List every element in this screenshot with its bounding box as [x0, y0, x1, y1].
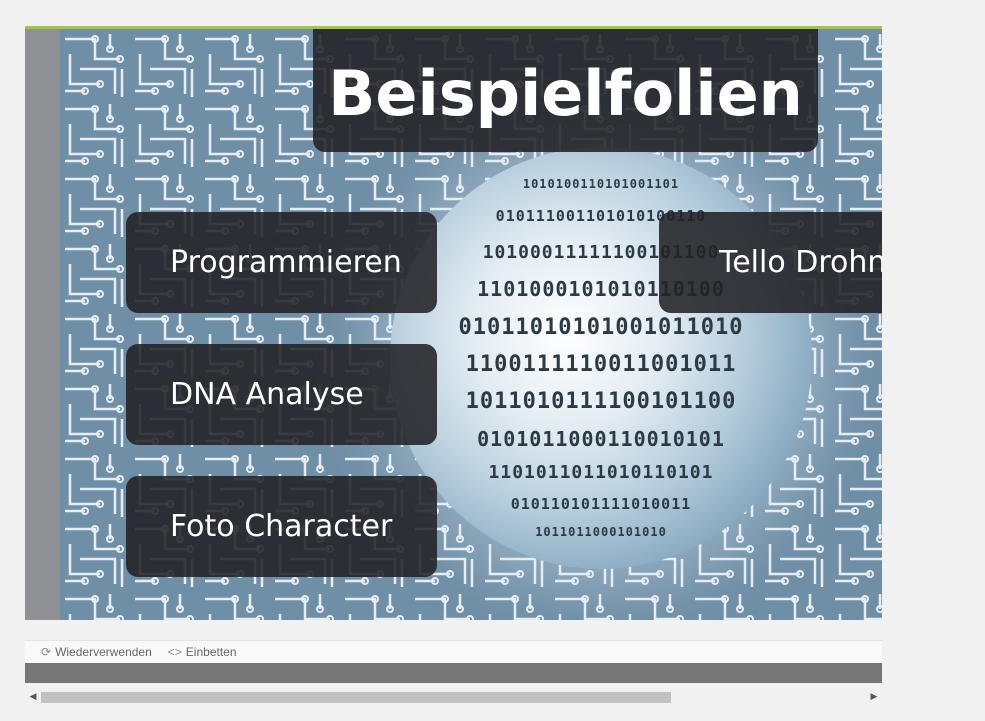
reuse-link[interactable]: ⟳ Wiederverwenden	[41, 645, 152, 659]
binary-globe-image: 1010100110101001101 01011100110101010011…	[390, 147, 812, 569]
content-frame: 1010100110101001101 01011100110101010011…	[25, 26, 882, 620]
toolbar-strip	[25, 663, 882, 683]
scrollbar-thumb[interactable]	[41, 692, 671, 703]
slide-link-programmieren[interactable]: Programmieren	[126, 212, 437, 313]
slide: 1010100110101001101 01011100110101010011…	[60, 29, 882, 620]
slide-link-dna-analyse[interactable]: DNA Analyse	[126, 344, 437, 445]
embed-label: Einbetten	[185, 645, 237, 659]
slide-link-tello-drohne[interactable]: Tello Drohn	[659, 212, 882, 313]
code-icon: <>	[167, 645, 182, 659]
horizontal-scrollbar[interactable]: ◀ ▶	[25, 689, 882, 705]
arrow-left-icon[interactable]: ◀	[29, 692, 37, 702]
refresh-icon: ⟳	[41, 645, 52, 659]
arrow-right-icon[interactable]: ▶	[870, 692, 878, 702]
embed-link[interactable]: <> Einbetten	[168, 645, 237, 659]
slide-link-foto-character[interactable]: Foto Character	[126, 476, 437, 577]
reuse-label: Wiederverwenden	[55, 645, 152, 659]
slide-title: Beispielfolien	[313, 29, 818, 152]
embed-footer: ⟳ Wiederverwenden <> Einbetten	[25, 640, 882, 663]
